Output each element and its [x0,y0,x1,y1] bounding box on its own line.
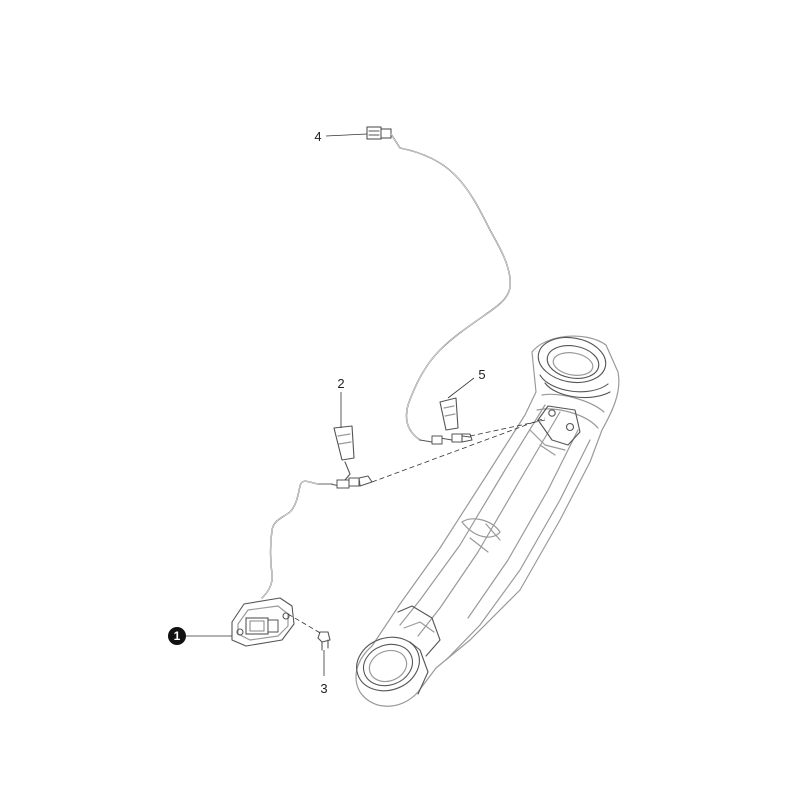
mounting-bolt[interactable] [317,631,331,651]
callout-5[interactable]: 5 [478,367,485,382]
rear-oxygen-sensor[interactable] [366,126,512,445]
callout-3[interactable]: 3 [320,681,327,696]
callout-label-1: 1 [174,629,181,643]
connector-bracket[interactable] [231,597,295,647]
selected-badge [168,627,186,645]
callout-1-selected[interactable]: 1 [168,627,186,645]
callout-label-4: 4 [314,129,321,144]
callout-label-5: 5 [478,367,485,382]
front-oxygen-sensor[interactable] [261,425,373,599]
callout-4[interactable]: 4 [314,129,321,144]
alignment-line-rear-sensor [469,419,546,437]
exhaust-pipe[interactable] [349,332,620,707]
callout-2[interactable]: 2 [337,376,344,391]
connector-4 [366,126,382,140]
callout-label-3: 3 [320,681,327,696]
callout-label-2: 2 [337,376,344,391]
leader-5 [447,377,475,399]
alignment-line-bolt [287,613,323,635]
alignment-line-front-sensor [371,417,546,483]
leader-4 [325,133,368,137]
